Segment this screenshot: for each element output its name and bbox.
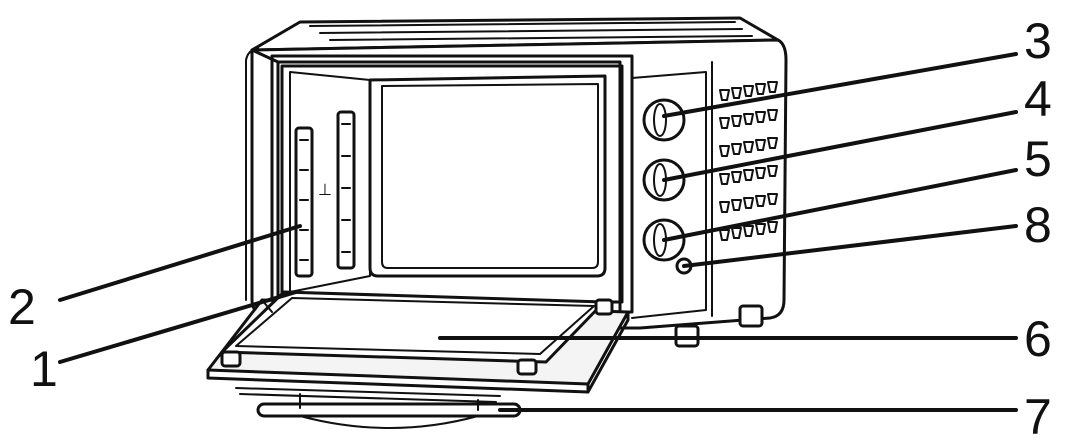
callout-label-1: 1	[30, 341, 58, 397]
vent-slot	[755, 83, 766, 95]
vent-slot	[755, 111, 766, 123]
inner-left-wall	[289, 71, 371, 293]
vent-slot	[731, 143, 742, 155]
grill-lines	[235, 387, 501, 403]
vent-slot	[767, 81, 778, 93]
left-side-wall	[250, 48, 280, 314]
vent-slot	[743, 225, 754, 237]
vent-slot	[743, 197, 754, 209]
callout-label-5: 5	[1024, 131, 1052, 187]
callout-label-8: 8	[1024, 197, 1052, 253]
callout-label-4: 4	[1024, 71, 1052, 127]
vent-slot	[731, 171, 742, 183]
tray-corner-left	[220, 350, 242, 368]
body-edge-line	[245, 47, 259, 301]
vent-slot	[719, 201, 730, 213]
control-panel	[631, 71, 707, 319]
vent-slot	[755, 167, 766, 179]
callout-label-2: 2	[8, 279, 36, 335]
vent-slot	[767, 137, 778, 149]
baking-tray-rim	[235, 297, 595, 355]
vent-slot	[755, 139, 766, 151]
vent-slot	[719, 117, 730, 129]
tray-corner-right	[516, 358, 538, 376]
vent-slot	[767, 109, 778, 121]
callout-label-3: 3	[1024, 13, 1052, 69]
leader-1	[58, 290, 298, 364]
vent-slot	[731, 115, 742, 127]
vent-slot	[743, 85, 754, 97]
vent-slot	[719, 89, 730, 101]
vent-slot	[731, 87, 742, 99]
back-wall-inner	[381, 83, 599, 269]
vent-slot	[743, 169, 754, 181]
top-vent-strips	[309, 21, 753, 41]
leader-3	[662, 52, 1018, 118]
cavity-outline	[280, 64, 624, 304]
vent-slot	[755, 223, 766, 235]
side-vent-slots	[719, 81, 778, 241]
vent-slot	[731, 227, 742, 239]
leader-4	[662, 110, 1018, 182]
foot-right-back	[738, 304, 764, 328]
vent-slot	[767, 165, 778, 177]
knob-timer	[642, 98, 686, 142]
leader-8	[682, 224, 1018, 268]
rack-support-back	[336, 110, 356, 270]
rack-support-front	[294, 126, 314, 278]
door-edge	[206, 310, 630, 394]
leader-5	[662, 168, 1018, 242]
vent-slot	[755, 195, 766, 207]
back-wall	[368, 74, 607, 278]
tray-corner-back	[594, 298, 614, 316]
vent-slot	[719, 145, 730, 157]
vent-slot	[719, 229, 730, 241]
callout-label-6: 6	[1024, 311, 1052, 367]
callout-label-7: 7	[1024, 389, 1052, 443]
vent-slot	[767, 193, 778, 205]
leader-2	[58, 224, 302, 302]
vent-slot	[767, 221, 778, 233]
vent-slot	[743, 113, 754, 125]
vent-slot	[743, 141, 754, 153]
vent-slot	[731, 199, 742, 211]
heating-symbol: ⊥	[318, 180, 332, 199]
vent-slot	[719, 173, 730, 185]
